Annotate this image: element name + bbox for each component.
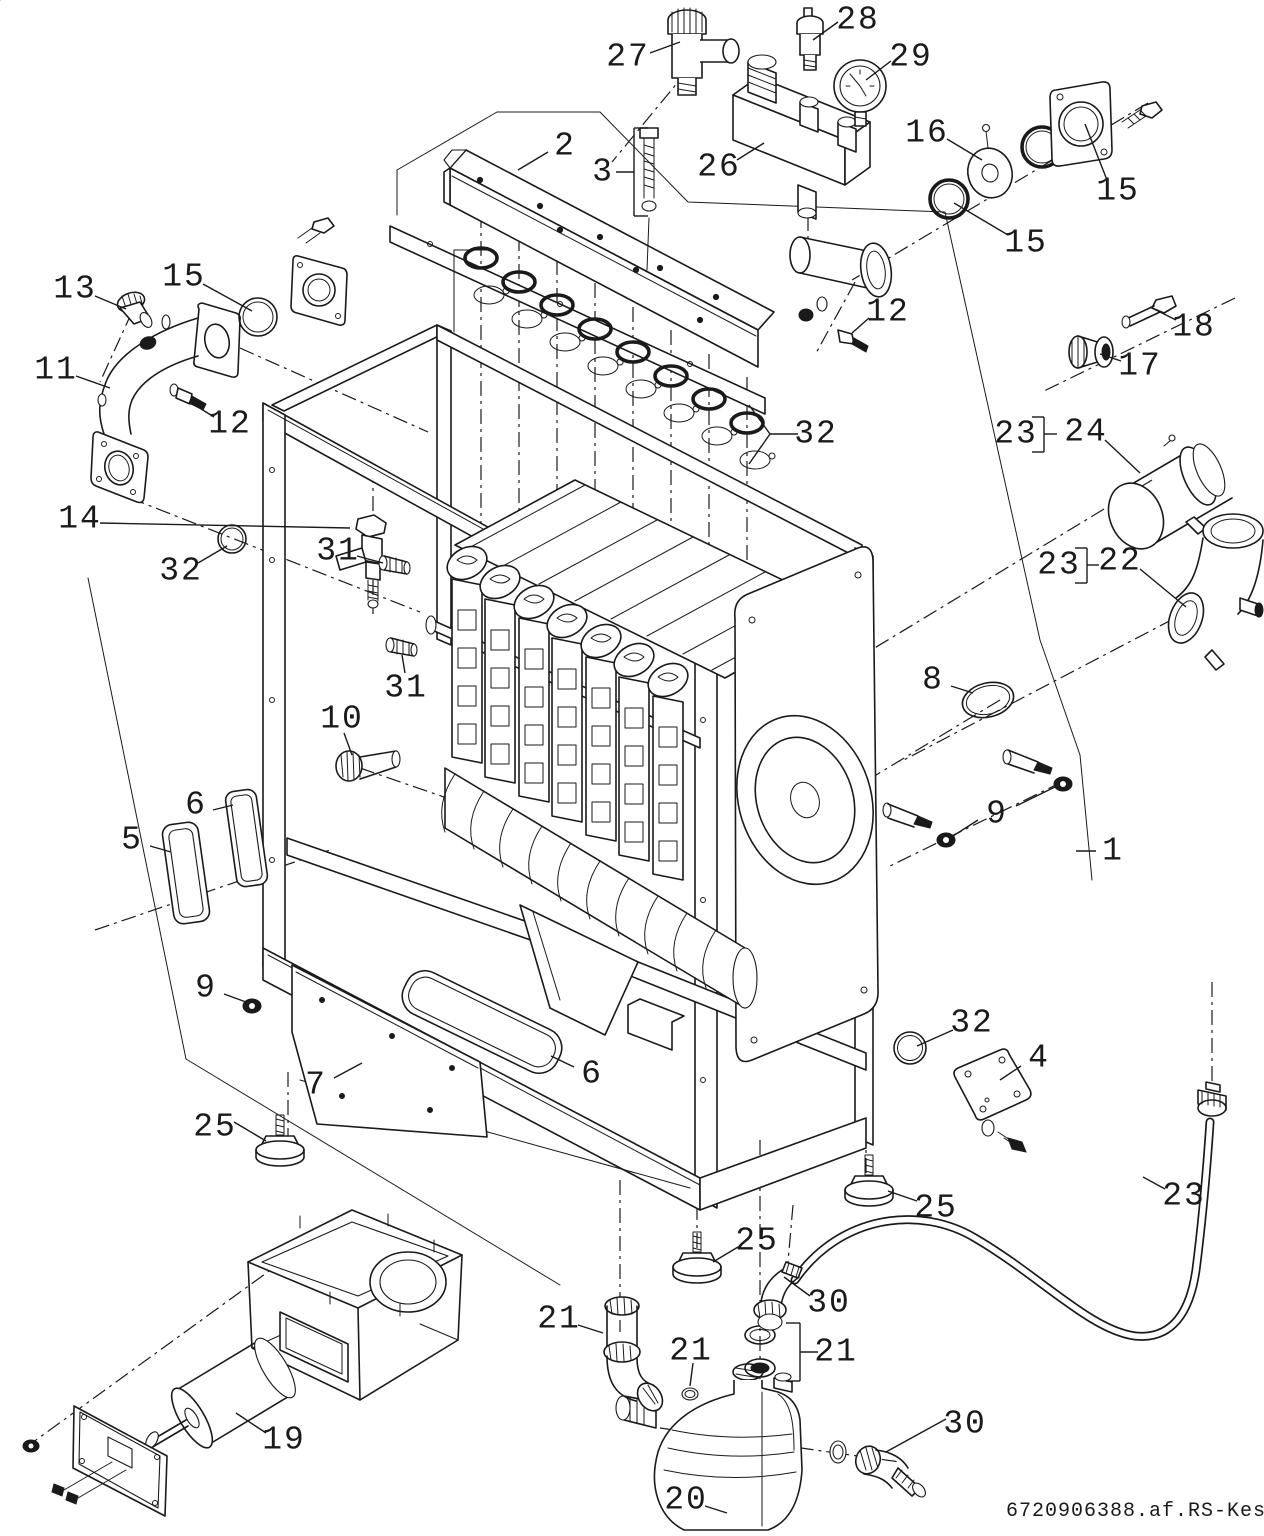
oring-part-15-left [238, 297, 278, 337]
elbow-part-22 [1167, 513, 1264, 671]
callout-29: 29 [889, 38, 933, 76]
callout-26: 26 [697, 148, 741, 186]
gasket-part-6-left [224, 788, 269, 888]
fitting-part-17 [1068, 335, 1114, 369]
foot-part-25 [844, 1154, 894, 1207]
callout-20: 20 [664, 1481, 708, 1519]
plug-part-10 [335, 750, 401, 782]
callout-10: 10 [320, 700, 364, 738]
callout-32: 32 [159, 552, 203, 590]
manifold-part-26 [732, 54, 871, 220]
adapter-part-24 [1107, 434, 1233, 550]
callout-31: 31 [316, 532, 360, 570]
nut-part-9-left [242, 998, 262, 1014]
callout-17: 17 [1118, 347, 1162, 385]
callout-16: 16 [905, 114, 949, 152]
sensor-part-12-right [798, 296, 869, 353]
silencer-part-19 [129, 1337, 296, 1459]
assembly-boundary-line [87, 111, 1093, 1286]
callout-9: 9 [986, 795, 1008, 833]
callout-30: 30 [943, 1405, 987, 1443]
callout-8: 8 [922, 661, 944, 699]
elbow-part-30-top [753, 1261, 803, 1331]
callout-25: 25 [914, 1189, 958, 1227]
callout-21: 21 [537, 1300, 581, 1338]
callout-21: 21 [669, 1332, 713, 1370]
condensing-coil [441, 767, 758, 1009]
air-intake-box [247, 1209, 463, 1401]
callout-21: 21 [814, 1333, 858, 1371]
bolts-part-31 [378, 555, 418, 657]
hose-part-23 [790, 1081, 1227, 1341]
callout-23: 23 [1162, 1177, 1206, 1215]
callout-22: 22 [1098, 542, 1142, 580]
oring-part-32-left [217, 524, 247, 554]
screw-part-3 [639, 127, 659, 271]
callout-23: 23 [994, 415, 1038, 453]
flange-part-15-left [290, 217, 348, 326]
hx-sections [446, 545, 689, 881]
oring-part-8 [961, 681, 1015, 719]
plug-part-13 [116, 291, 171, 350]
screw-part-18 [1121, 295, 1177, 329]
callout-4: 4 [1028, 1039, 1050, 1077]
union-elbow-part-21 [603, 1296, 664, 1412]
oring-row-part-32 [453, 246, 776, 470]
panel-part-7 [291, 964, 488, 1138]
callout-28: 28 [836, 1, 880, 39]
callout-1: 1 [1102, 832, 1124, 870]
callout-25: 25 [735, 1222, 779, 1260]
callout-15: 15 [1004, 224, 1048, 262]
callout-11: 11 [34, 351, 78, 389]
callout-12: 12 [208, 405, 252, 443]
callout-23: 23 [1037, 546, 1081, 584]
callout-2: 2 [554, 127, 576, 165]
callout-32: 32 [794, 415, 838, 453]
safety-valve-part-27 [667, 7, 740, 96]
document-code: 6720906388.af.RS-Kess [1006, 1500, 1264, 1523]
top-rail-part-2 [443, 149, 775, 368]
callout-12: 12 [866, 293, 910, 331]
foot-part-25 [672, 1231, 722, 1284]
callout-14: 14 [58, 500, 102, 538]
callout-6: 6 [185, 786, 207, 824]
siphon-bottle-part-20 [615, 1363, 803, 1531]
callout-15: 15 [162, 258, 206, 296]
callout-24: 24 [1064, 413, 1108, 451]
callout-31: 31 [384, 669, 428, 707]
callout-13: 13 [53, 270, 97, 308]
callout-3: 3 [592, 153, 614, 191]
sensor-part-12-left [169, 383, 207, 411]
oring-part-32-bottom [893, 1031, 927, 1065]
return-pipe [789, 236, 893, 298]
callout-15: 15 [1096, 172, 1140, 210]
callout-19: 19 [262, 1421, 306, 1459]
heat-exchanger-block [299, 479, 879, 1189]
elbow-part-30-right [829, 1440, 926, 1498]
callout-6: 6 [581, 1055, 603, 1093]
callout-25: 25 [193, 1108, 237, 1146]
callout-32: 32 [950, 1004, 994, 1042]
cover-part-5 [161, 821, 211, 925]
swirl-inserts [446, 545, 689, 698]
pipe-part-11 [90, 302, 241, 504]
callout-18: 18 [1172, 308, 1216, 346]
callout-9: 9 [195, 969, 217, 1007]
foot-part-25 [255, 1114, 305, 1167]
gasket-part-6-bottom [401, 970, 563, 1074]
intake-gasket-plate [22, 1405, 168, 1517]
flange-part-4 [953, 1048, 1032, 1153]
sensors-part-9-right [882, 749, 1073, 848]
callout-30: 30 [807, 1284, 851, 1322]
callout-27: 27 [606, 38, 650, 76]
air-vent-part-28 [796, 7, 824, 71]
callout-5: 5 [121, 821, 143, 859]
callout-7: 7 [305, 1066, 327, 1104]
